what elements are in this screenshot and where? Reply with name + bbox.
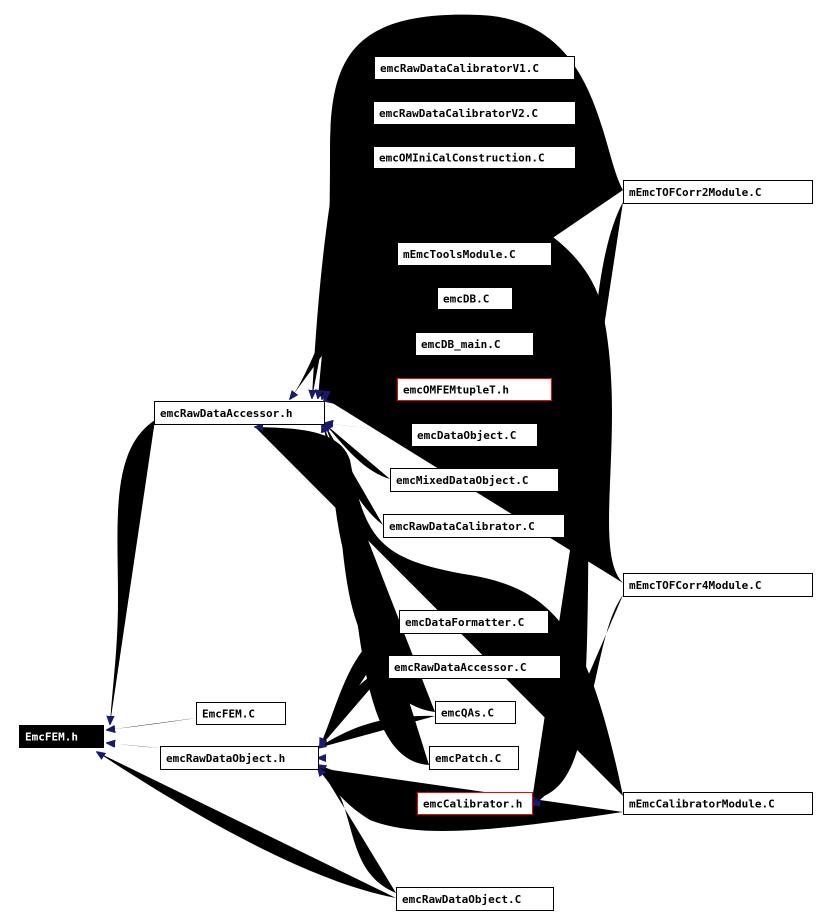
node-emcdb[interactable]: emcDB.C <box>437 287 513 310</box>
node-emcdbmain[interactable]: emcDB_main.C <box>415 332 534 356</box>
node-tof4[interactable]: mEmcTOFCorr4Module.C <box>623 573 813 597</box>
node-label: emcMixedDataObject.C <box>396 474 528 487</box>
node-label: emcOMIniCalConstruction.C <box>379 152 545 165</box>
edge-tof4-to-calib-h <box>532 595 623 806</box>
node-box <box>374 56 575 80</box>
node-calv1[interactable]: emcRawDataCalibratorV1.C <box>374 56 575 80</box>
edge-rawacc-c-to-rawobj-h <box>320 668 388 747</box>
node-patch[interactable]: emcPatch.C <box>429 746 519 770</box>
node-label: emcRawDataCalibrator.C <box>389 520 535 533</box>
node-calv2[interactable]: emcRawDataCalibratorV2.C <box>373 101 576 125</box>
node-label: EmcFEM.h <box>25 731 78 744</box>
node-label: emcRawDataCalibratorV2.C <box>379 107 538 120</box>
node-qas[interactable]: emcQAs.C <box>435 701 516 724</box>
node-box <box>437 287 513 310</box>
node-box <box>19 725 104 748</box>
node-rawobj-h[interactable]: emcRawDataObject.h <box>160 746 319 770</box>
node-box <box>373 146 576 169</box>
node-rawacc-h[interactable]: emcRawDataAccessor.h <box>154 401 325 425</box>
node-box <box>623 180 813 204</box>
node-box <box>623 573 813 597</box>
edge-tof2-to-calib-h <box>532 202 623 800</box>
node-box <box>415 332 534 356</box>
node-box <box>373 101 576 125</box>
node-box <box>160 746 319 770</box>
node-box <box>154 401 325 425</box>
node-rawobj-c[interactable]: emcRawDataObject.C <box>396 887 554 911</box>
node-label: mEmcCalibratorModule.C <box>629 798 775 811</box>
node-box <box>397 242 552 266</box>
node-formatter[interactable]: emcDataFormatter.C <box>399 610 549 634</box>
node-label: emcDataFormatter.C <box>405 616 524 629</box>
node-label: emcRawDataAccessor.C <box>394 661 526 674</box>
node-box <box>390 468 559 492</box>
node-label: emcDB.C <box>443 293 489 306</box>
node-box <box>383 514 565 538</box>
node-label: emcPatch.C <box>435 752 501 765</box>
node-tof2[interactable]: mEmcTOFCorr2Module.C <box>623 180 813 204</box>
node-label: emcQAs.C <box>441 707 494 720</box>
node-emcfem-h[interactable]: EmcFEM.h <box>19 725 104 748</box>
node-label: emcOMFEMtupleT.h <box>403 384 509 397</box>
node-label: mEmcTOFCorr2Module.C <box>629 186 761 199</box>
node-label: emcRawDataObject.h <box>166 752 285 765</box>
node-rawcal[interactable]: emcRawDataCalibrator.C <box>383 514 565 538</box>
file-nodes: EmcFEM.h EmcFEM.C emcRawDataObject.h emcRaw… <box>19 56 813 911</box>
node-label: emcRawDataObject.C <box>402 893 521 906</box>
node-emcfem-c[interactable]: EmcFEM.C <box>196 702 286 725</box>
node-rawacc-c[interactable]: emcRawDataAccessor.C <box>388 655 561 679</box>
node-label: emcRawDataAccessor.h <box>160 407 292 420</box>
edge-rawobj-c-to-emcfem-h <box>97 752 396 898</box>
edge-rawobj-h-to-emcfem-h <box>107 743 160 748</box>
edge-mixed-to-rawacc-h <box>324 423 390 479</box>
node-calib-h[interactable]: emcCalibrator.h <box>417 792 533 815</box>
edge-rawacc-h-to-emcfem-h <box>110 420 155 724</box>
node-label: emcDB_main.C <box>421 338 500 351</box>
node-box <box>435 701 516 724</box>
node-box <box>623 792 813 815</box>
node-omfem[interactable]: emcOMFEMtupleT.h <box>397 378 552 401</box>
node-box <box>397 378 552 401</box>
edge-rawobj-c-to-rawobj-h <box>320 768 396 893</box>
node-calmod[interactable]: mEmcCalibratorModule.C <box>623 792 813 815</box>
edge-emcfem-c-to-emcfem-h <box>107 718 196 730</box>
node-mixed[interactable]: emcMixedDataObject.C <box>390 468 559 492</box>
node-dataobj[interactable]: emcDataObject.C <box>411 423 538 447</box>
node-box <box>417 792 533 815</box>
node-label: emcRawDataCalibratorV1.C <box>380 62 539 75</box>
node-box <box>396 887 554 911</box>
node-label: mEmcTOFCorr4Module.C <box>629 579 761 592</box>
node-box <box>388 655 561 679</box>
node-box <box>429 746 519 770</box>
node-omini[interactable]: emcOMIniCalConstruction.C <box>373 146 576 169</box>
node-label: mEmcToolsModule.C <box>403 248 516 261</box>
node-box <box>411 423 538 447</box>
node-box <box>196 702 286 725</box>
node-box <box>399 610 549 634</box>
node-tools[interactable]: mEmcToolsModule.C <box>397 242 552 266</box>
node-label: EmcFEM.C <box>202 708 255 721</box>
node-label: emcDataObject.C <box>417 429 516 442</box>
edge-qas-to-rawobj-h <box>318 715 435 748</box>
node-label: emcCalibrator.h <box>423 798 522 811</box>
